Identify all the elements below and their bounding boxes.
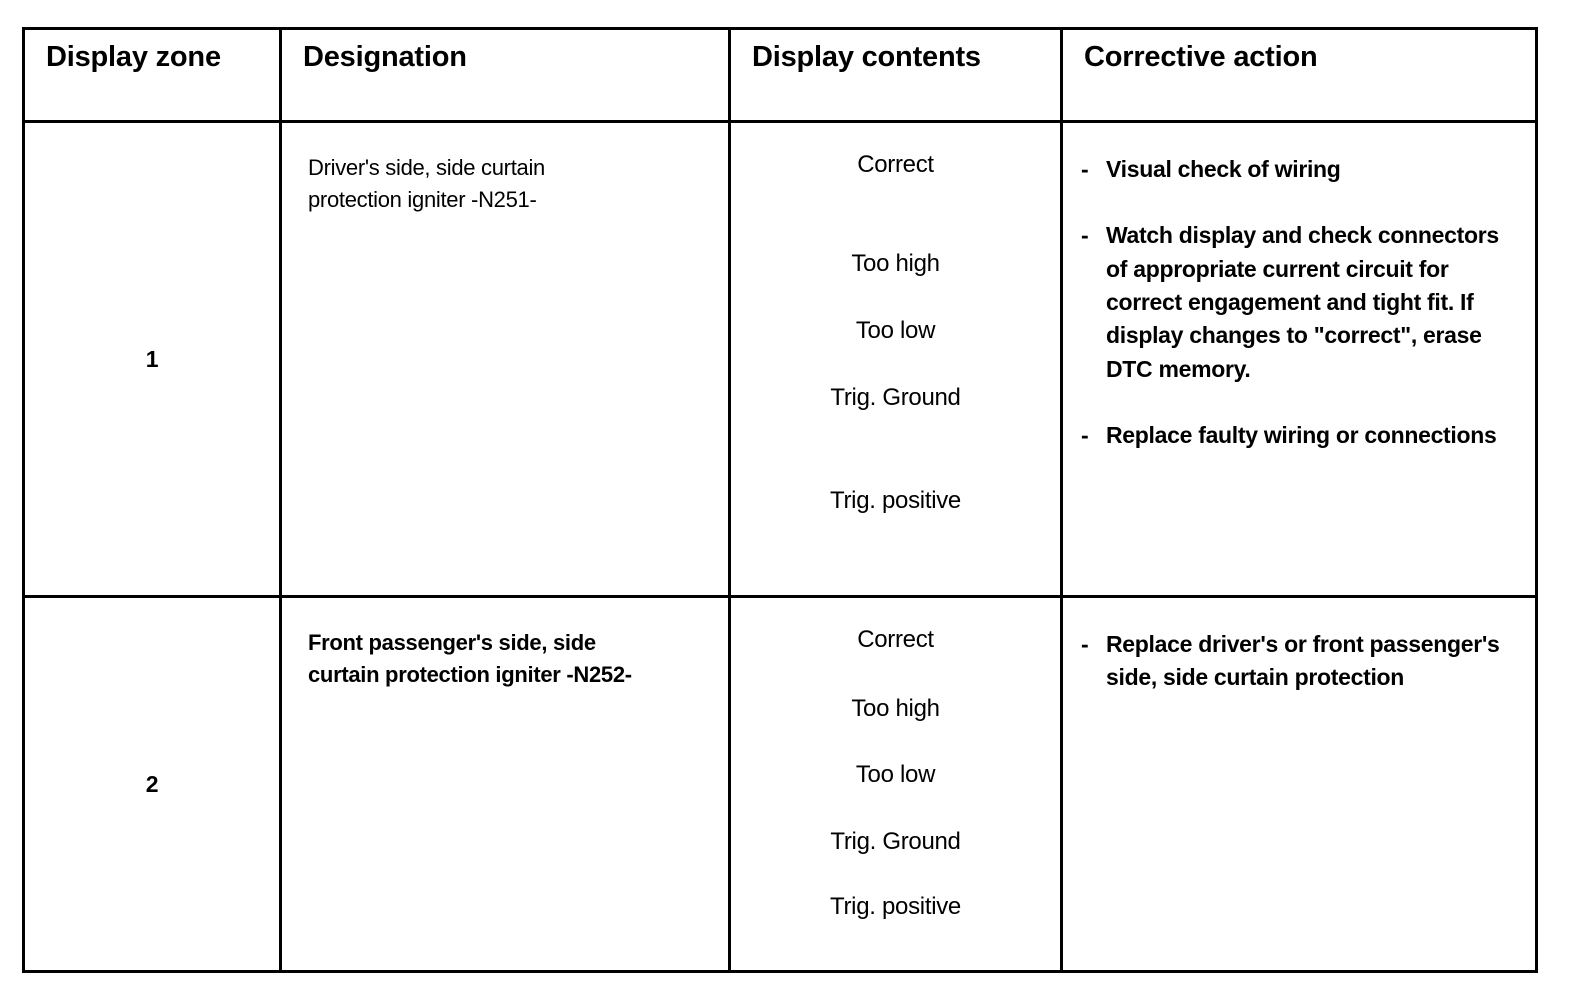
display-content-item: Too high (851, 250, 940, 277)
column-header-display-contents-label: Display contents (752, 41, 981, 73)
table-row: 1 Driver's side, side curtain protection… (22, 120, 1538, 598)
designation-line-1: Driver's side, side curtain (308, 155, 545, 180)
cell-display-zone: 2 (22, 595, 282, 973)
cell-designation: Front passenger's side, side curtain pro… (279, 595, 731, 973)
display-content-item: Trig. Ground (830, 384, 961, 411)
corrective-action-text: Replace faulty wiring or connections (1106, 422, 1497, 449)
corrective-action-text: Watch display and check connectors of ap… (1106, 222, 1499, 382)
designation-line-2: protection igniter -N251- (308, 186, 537, 212)
cell-display-contents: Correct Too high Too low Trig. Ground Tr… (728, 595, 1063, 973)
display-content-item: Trig. Ground (830, 828, 961, 855)
cell-corrective-action: - Replace driver's or front passenger's … (1060, 595, 1538, 973)
table-body: 1 Driver's side, side curtain protection… (22, 120, 1538, 973)
column-header-display-zone: Display zone (22, 27, 282, 123)
bullet-dash-icon: - (1081, 631, 1089, 657)
corrective-action-item: - Visual check of wiring (1081, 153, 1521, 186)
display-content-item: Too high (851, 695, 940, 722)
corrective-action-list: - Visual check of wiring - Watch display… (1063, 123, 1535, 452)
display-contents-list: Correct Too high Too low Trig. Ground Tr… (731, 598, 1060, 921)
display-content-item: Trig. positive (830, 893, 961, 920)
designation-text: Driver's side, side curtain protection i… (282, 123, 728, 216)
cell-display-contents: Correct Too high Too low Trig. Ground Tr… (728, 120, 1063, 598)
fault-diagnosis-table: Display zone Designation Display content… (22, 27, 1538, 973)
column-header-designation-label: Designation (303, 41, 467, 73)
cell-designation: Driver's side, side curtain protection i… (279, 120, 731, 598)
bullet-dash-icon: - (1081, 422, 1089, 449)
table-row: 2 Front passenger's side, side curtain p… (22, 595, 1538, 973)
column-header-designation: Designation (279, 27, 731, 123)
designation-line-1: Front passenger's side, side (308, 630, 596, 655)
column-header-display-contents: Display contents (728, 27, 1063, 123)
designation-text: Front passenger's side, side curtain pro… (282, 598, 728, 691)
corrective-action-text: Replace driver's or front passenger's si… (1106, 631, 1500, 691)
table-header: Display zone Designation Display content… (22, 27, 1538, 123)
display-content-item: Too low (855, 317, 936, 344)
column-header-display-zone-label: Display zone (46, 41, 221, 73)
display-content-item: Too low (855, 761, 936, 788)
corrective-action-text: Visual check of wiring (1106, 156, 1341, 182)
cell-corrective-action: - Visual check of wiring - Watch display… (1060, 120, 1538, 598)
corrective-action-item: - Watch display and check connectors of … (1081, 219, 1521, 386)
display-content-item: Correct (857, 151, 934, 178)
header-row: Display zone Designation Display content… (22, 27, 1538, 123)
corrective-action-item: - Replace driver's or front passenger's … (1081, 628, 1521, 695)
display-content-item: Correct (857, 626, 934, 653)
display-content-item: Trig. positive (830, 487, 961, 514)
display-contents-list: Correct Too high Too low Trig. Ground Tr… (731, 123, 1060, 515)
cell-display-zone: 1 (22, 120, 282, 598)
corrective-action-list: - Replace driver's or front passenger's … (1063, 598, 1535, 695)
corrective-action-item: - Replace faulty wiring or connections (1081, 419, 1521, 452)
designation-line-2: curtain protection igniter -N252- (308, 661, 632, 687)
column-header-corrective-action: Corrective action (1060, 27, 1538, 123)
bullet-dash-icon: - (1081, 222, 1089, 249)
column-header-corrective-action-label: Corrective action (1084, 41, 1318, 73)
bullet-dash-icon: - (1081, 156, 1089, 182)
